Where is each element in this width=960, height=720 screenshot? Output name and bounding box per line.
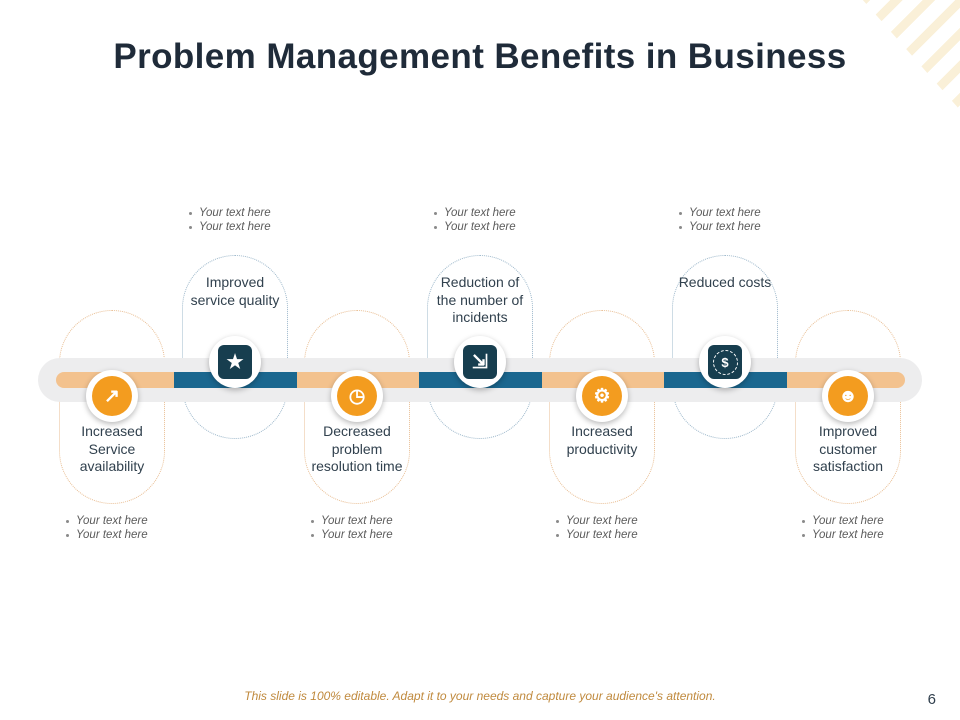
bullet-dot: [679, 211, 682, 215]
gear-arrow-icon: ⚙: [593, 385, 611, 407]
bullet-item: Your text here: [57, 514, 167, 528]
bullet-item: Your text here: [547, 528, 657, 542]
timeline-item-improved-service-quality: ★ Improved service quality Your text her…: [180, 0, 290, 720]
timeline-item-decreased-problem-resolution-time: ◷ Decreased problem resolution time Your…: [302, 0, 412, 720]
bullet-text: Your text here: [199, 221, 271, 233]
timeline-item-reduced-costs: $ Reduced costs Your text here Your text…: [670, 0, 780, 720]
item-label: Improved service quality: [190, 274, 280, 308]
bullet-list: Your text here Your text here: [57, 514, 167, 542]
bullet-dot: [434, 225, 437, 229]
icon-shape: ⚙: [582, 376, 622, 416]
item-label: Decreased problem resolution time: [311, 423, 403, 474]
item-label: Improved customer satisfaction: [812, 423, 884, 474]
bullet-dot: [802, 533, 805, 537]
bullet-item: Your text here: [180, 206, 290, 220]
bullet-item: Your text here: [670, 220, 780, 234]
item-label: Increased Service availability: [79, 423, 145, 474]
bullet-list: Your text here Your text here: [302, 514, 412, 542]
bullet-dot: [679, 225, 682, 229]
bullet-dot: [189, 211, 192, 215]
item-icon-badge: ↗: [86, 370, 138, 422]
bullet-dot: [189, 225, 192, 229]
bullet-dot: [311, 533, 314, 537]
timeline-item-increased-service-availability: ↗ Increased Service availability Your te…: [57, 0, 167, 720]
icon-shape: ↗: [92, 376, 132, 416]
bullet-dot: [434, 211, 437, 215]
bullet-item: Your text here: [180, 220, 290, 234]
footer-note: This slide is 100% editable. Adapt it to…: [244, 689, 716, 703]
bullet-text: Your text here: [199, 207, 271, 219]
item-icon-badge: ◷: [331, 370, 383, 422]
bullet-list: Your text here Your text here: [180, 206, 290, 234]
bullet-dot: [66, 533, 69, 537]
bullet-text: Your text here: [321, 515, 393, 527]
bullet-dot: [556, 533, 559, 537]
bullet-dot: [311, 519, 314, 523]
bullet-dot: [556, 519, 559, 523]
icon-shape: $: [708, 345, 742, 379]
bullet-item: Your text here: [547, 514, 657, 528]
bullet-dot: [66, 519, 69, 523]
growth-arrow-icon: ↗: [104, 385, 120, 407]
icon-shape: ◷: [337, 376, 377, 416]
bullet-item: Your text here: [302, 528, 412, 542]
item-pill: [672, 255, 778, 439]
icon-shape: ☻: [828, 376, 868, 416]
page-number: 6: [927, 691, 936, 708]
bullet-text: Your text here: [321, 529, 393, 541]
bullet-list: Your text here Your text here: [425, 206, 535, 234]
bullet-item: Your text here: [793, 528, 903, 542]
icon-shape: ★: [218, 345, 252, 379]
bullet-text: Your text here: [566, 515, 638, 527]
icon-shape: ⇲: [463, 345, 497, 379]
bullet-text: Your text here: [566, 529, 638, 541]
bullet-text: Your text here: [689, 207, 761, 219]
bullet-item: Your text here: [425, 220, 535, 234]
stopwatch-icon: ◷: [348, 385, 366, 407]
item-icon-badge: ⚙: [576, 370, 628, 422]
dollar-coin-icon: $: [712, 349, 738, 375]
bullet-text: Your text here: [444, 221, 516, 233]
minimize-arrows-icon: ⇲: [472, 351, 488, 373]
item-label: Reduced costs: [678, 274, 772, 290]
bullet-list: Your text here Your text here: [793, 514, 903, 542]
bullet-text: Your text here: [76, 515, 148, 527]
bullet-list: Your text here Your text here: [547, 514, 657, 542]
bullet-item: Your text here: [793, 514, 903, 528]
bullet-item: Your text here: [302, 514, 412, 528]
slide-title: Problem Management Benefits in Business: [113, 37, 847, 77]
item-icon-badge: ★: [209, 336, 261, 388]
bullet-dot: [802, 519, 805, 523]
timeline-item-reduction-of-incidents: ⇲ Reduction of the number of incidents Y…: [425, 0, 535, 720]
item-icon-badge: ☻: [822, 370, 874, 422]
timeline-item-increased-productivity: ⚙ Increased productivity Your text here …: [547, 0, 657, 720]
bullet-item: Your text here: [57, 528, 167, 542]
bullet-text: Your text here: [812, 515, 884, 527]
bullet-text: Your text here: [689, 221, 761, 233]
bullet-item: Your text here: [670, 206, 780, 220]
bullet-item: Your text here: [425, 206, 535, 220]
timeline-item-improved-customer-satisfaction: ☻ Improved customer satisfaction Your te…: [793, 0, 903, 720]
item-icon-badge: $: [699, 336, 751, 388]
customer-satisfaction-icon: ☻: [838, 385, 858, 407]
bullet-list: Your text here Your text here: [670, 206, 780, 234]
item-label: Reduction of the number of incidents: [436, 274, 524, 325]
bullet-text: Your text here: [444, 207, 516, 219]
item-label: Increased productivity: [566, 423, 638, 457]
medal-icon: ★: [226, 351, 244, 373]
bullet-text: Your text here: [812, 529, 884, 541]
item-icon-badge: ⇲: [454, 336, 506, 388]
bullet-text: Your text here: [76, 529, 148, 541]
